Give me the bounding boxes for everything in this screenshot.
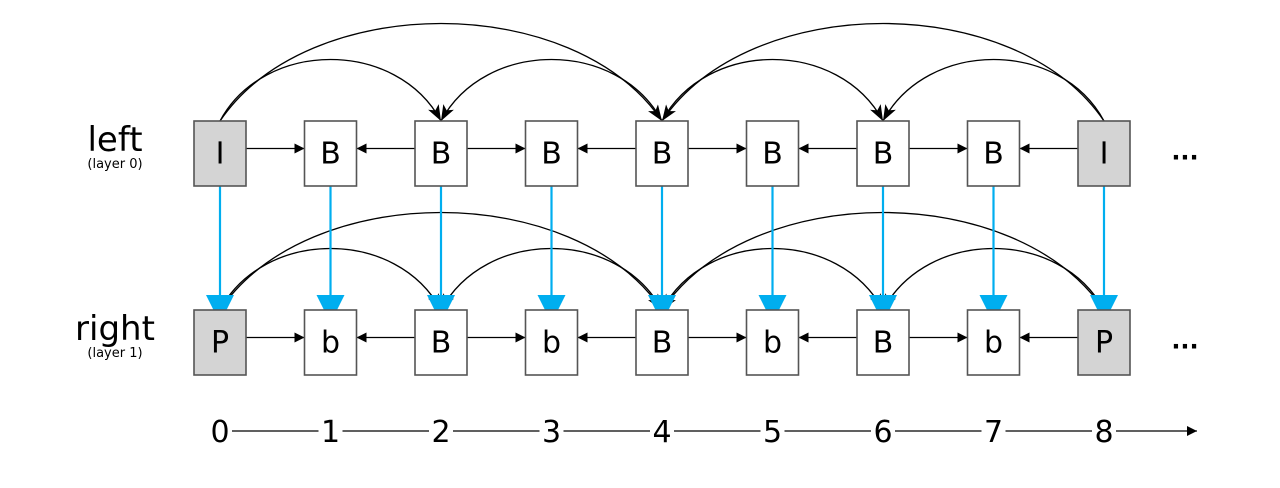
frame-label-right-1: b: [321, 326, 340, 361]
frame-label-left-6: B: [873, 137, 894, 172]
timeline-tick-5: 5: [763, 415, 782, 450]
timeline-tick-7: 7: [984, 415, 1003, 450]
timeline-tick-8: 8: [1094, 415, 1113, 450]
frame-label-left-0: I: [216, 137, 225, 172]
frame-left-0: I: [193, 120, 247, 187]
timeline-tick-6: 6: [873, 415, 892, 450]
frame-left-2: B: [414, 120, 468, 187]
frame-right-2: B: [414, 309, 468, 376]
frame-box-right-2: [414, 309, 468, 376]
frame-box-left-4: [635, 120, 689, 187]
frame-box-left-7: [966, 120, 1021, 187]
frame-label-left-1: B: [320, 137, 341, 172]
arc-edge-left-8-to-6: [882, 58, 1105, 122]
arc-edge-left-8-to-4: [661, 23, 1105, 122]
frame-right-6: B: [856, 309, 910, 376]
inter-layer-edges: [220, 186, 1104, 309]
frame-box-right-0: [193, 309, 247, 376]
frame-label-left-4: B: [652, 137, 673, 172]
arc-edges: [219, 23, 1105, 311]
frame-right-7: b: [966, 309, 1021, 376]
frame-right-8: P: [1077, 309, 1131, 376]
frame-left-8: I: [1077, 120, 1131, 187]
ellipsis-right: ...: [1171, 327, 1198, 355]
frame-label-right-3: b: [542, 326, 561, 361]
timeline-tick-4: 4: [652, 415, 671, 450]
frame-box-left-6: [856, 120, 910, 187]
frame-right-3: b: [524, 309, 579, 376]
frame-label-left-5: B: [762, 137, 783, 172]
frame-right-5: b: [745, 309, 800, 376]
frame-right-4: B: [635, 309, 689, 376]
timeline-tick-0: 0: [210, 415, 229, 450]
frame-box-left-5: [745, 120, 800, 187]
frame-box-left-0: [193, 120, 247, 187]
frame-box-right-1: [303, 309, 358, 376]
row-label-right-sub: (layer 1): [87, 346, 143, 361]
arc-edge-left-4-to-6: [661, 58, 884, 122]
frame-box-right-4: [635, 309, 689, 376]
frame-right-0: P: [193, 309, 247, 376]
frame-box-right-7: [966, 309, 1021, 376]
ellipsis-group: ......: [1171, 138, 1198, 355]
arc-edge-left-4-to-2: [440, 58, 663, 122]
frame-label-right-6: B: [873, 326, 894, 361]
row-label-left-sub: (layer 0): [87, 157, 143, 172]
frame-box-left-3: [524, 120, 579, 187]
frame-label-left-3: B: [541, 137, 562, 172]
frame-box-right-8: [1077, 309, 1131, 376]
frame-label-right-0: P: [211, 326, 229, 361]
row-label-left-main: left: [87, 120, 143, 160]
frame-label-right-5: b: [763, 326, 782, 361]
row-edges: [246, 143, 1078, 343]
timeline: 0 1 2 3 4 5 6 7 8: [210, 415, 1197, 450]
frame-left-7: B: [966, 120, 1021, 187]
timeline-tick-1: 1: [321, 415, 340, 450]
timeline-tick-3: 3: [542, 415, 561, 450]
arc-edge-left-0-to-2: [219, 58, 442, 122]
row-label-left: left (layer 0): [55, 122, 175, 172]
frame-left-6: B: [856, 120, 910, 187]
frame-box-right-5: [745, 309, 800, 376]
frame-box-right-6: [856, 309, 910, 376]
timeline-tick-2: 2: [431, 415, 450, 450]
ellipsis-left: ...: [1171, 138, 1198, 166]
frame-box-left-8: [1077, 120, 1131, 187]
frame-left-3: B: [524, 120, 579, 187]
frame-box-left-2: [414, 120, 468, 187]
frame-label-left-8: I: [1100, 137, 1109, 172]
frame-box-left-1: [303, 120, 358, 187]
frame-label-left-7: B: [983, 137, 1004, 172]
frame-right-1: b: [303, 309, 358, 376]
frame-label-left-2: B: [431, 137, 452, 172]
frame-box-right-3: [524, 309, 579, 376]
frame-left-5: B: [745, 120, 800, 187]
frame-label-right-7: b: [984, 326, 1003, 361]
frame-label-right-4: B: [652, 326, 673, 361]
frame-label-right-2: B: [431, 326, 452, 361]
frame-left-1: B: [303, 120, 358, 187]
frame-left-4: B: [635, 120, 689, 187]
arc-edge-left-0-to-4: [219, 23, 663, 122]
frame-label-right-8: P: [1095, 326, 1113, 361]
row-label-right: right (layer 1): [55, 311, 175, 361]
row-label-right-main: right: [75, 309, 155, 349]
